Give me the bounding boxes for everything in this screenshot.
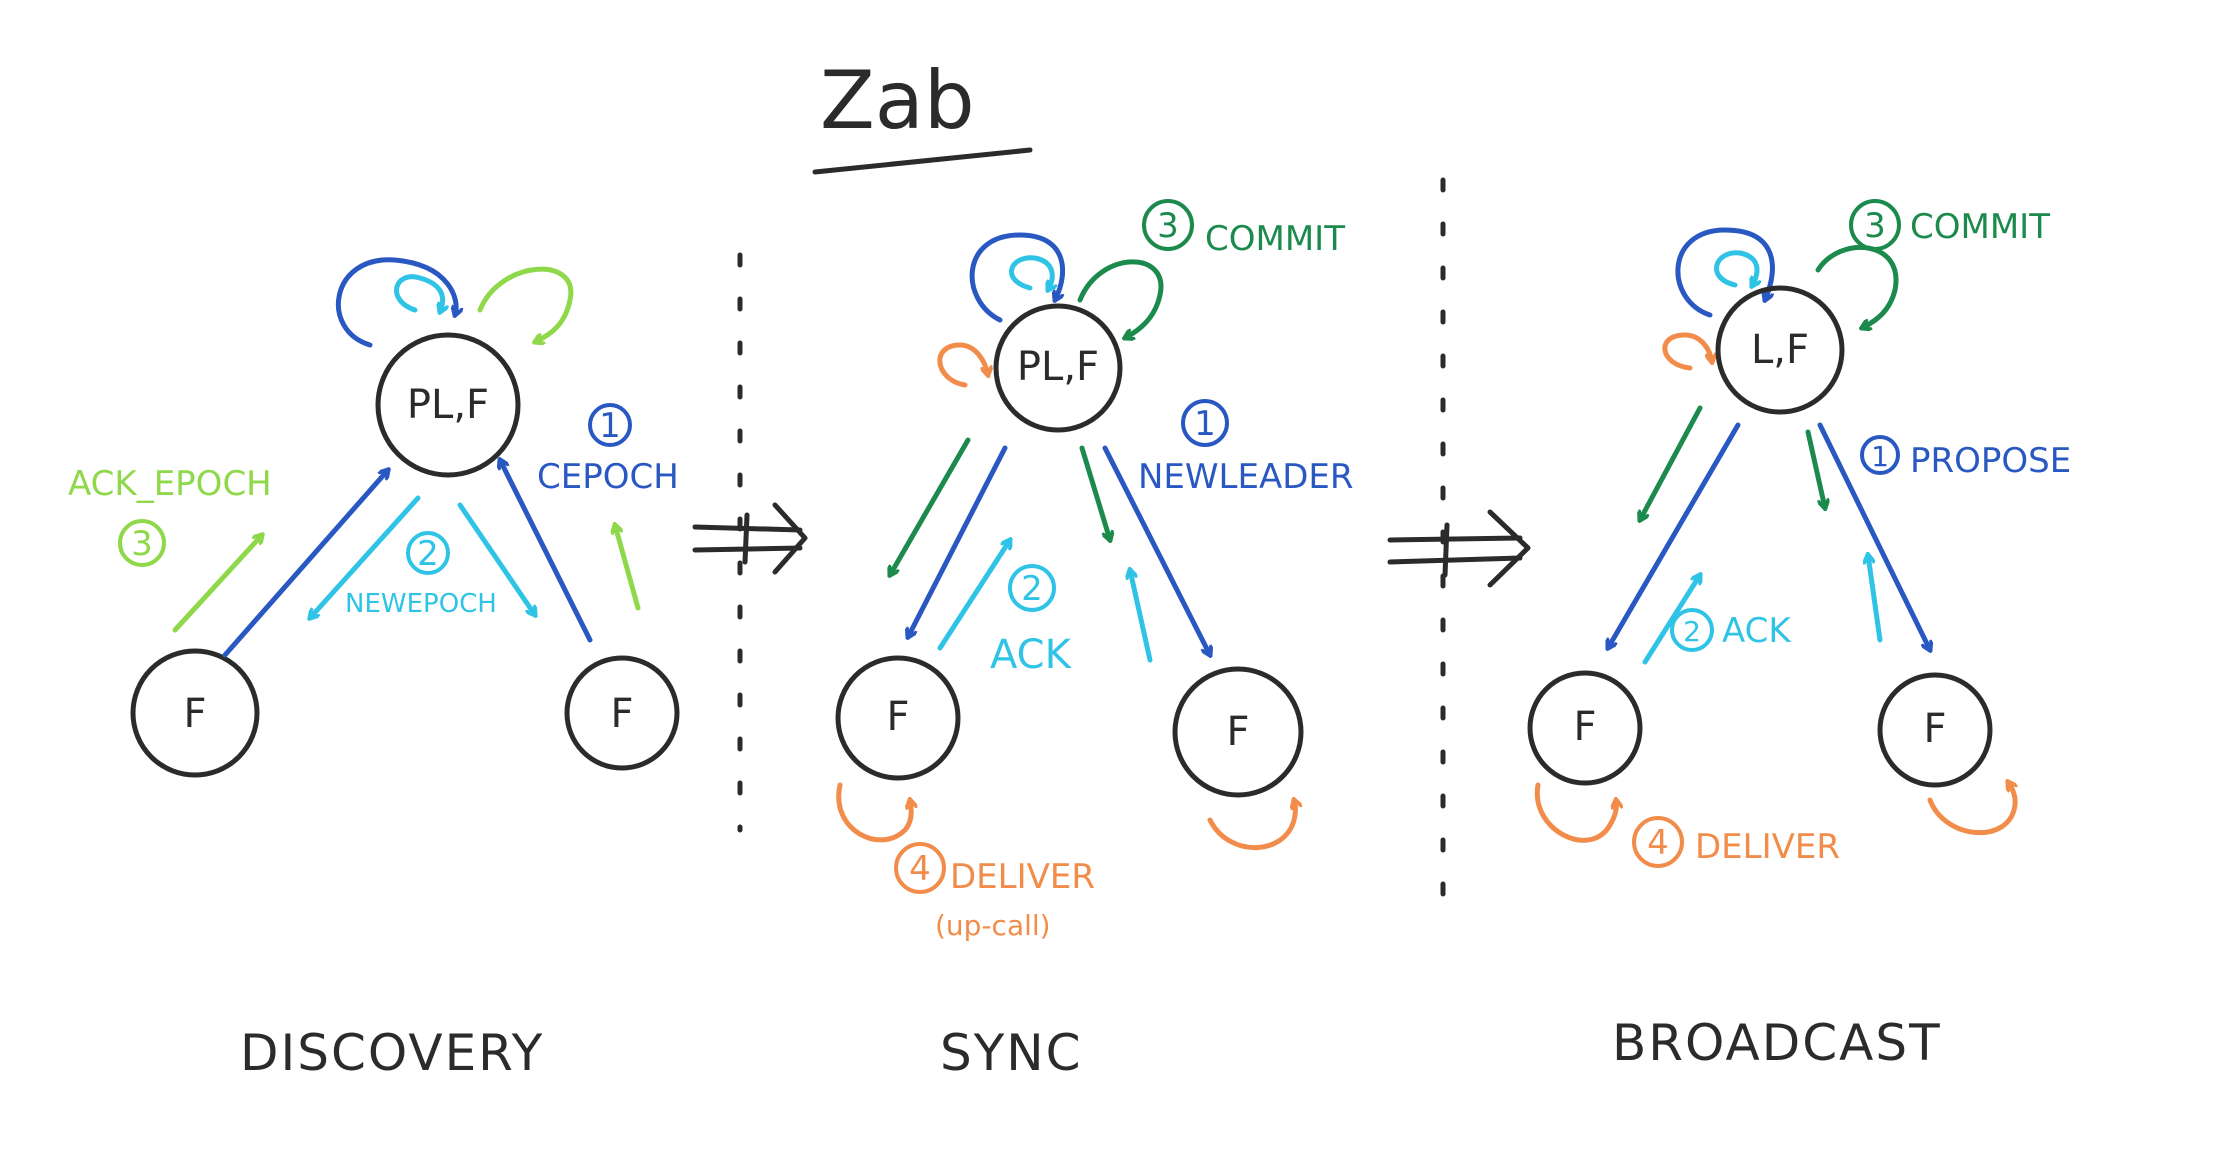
title-underline (812, 147, 1033, 175)
discovery-step3-label: ACK_EPOCH (68, 464, 272, 504)
broadcast-follower-node-right (1877, 672, 1993, 788)
sync-step3-number: 3 (1157, 206, 1179, 246)
sync-follower-node-left (835, 655, 961, 781)
discovery-step1-number: 1 (599, 406, 621, 446)
sync-edge-ack-right (1130, 570, 1153, 663)
broadcast-step2-circle (1670, 608, 1714, 652)
broadcast-step4-label: DELIVER (1695, 827, 1840, 867)
broadcast-step2-number: 2 (1683, 615, 1701, 648)
discovery-leader-node (375, 332, 521, 478)
discovery-leader-label: PL,F (407, 382, 489, 428)
broadcast-edge-ack-left (1642, 575, 1700, 665)
broadcast-step3-label: COMMIT (1910, 207, 2050, 247)
discovery-follower-node-right (564, 655, 680, 771)
discovery-edge-ack-epoch-right (615, 525, 641, 611)
sync-step3-circle (1142, 199, 1194, 251)
broadcast-step1-circle (1860, 435, 1900, 475)
phase-name-sync: SYNC (940, 1024, 1083, 1082)
diagram-title: Zab (820, 54, 975, 147)
broadcast-step3-circle (1849, 199, 1901, 251)
sync-self-loop-dark-blue (969, 232, 1065, 323)
broadcast-edge-propose-right (1817, 422, 1930, 650)
sync-step3-label: COMMIT (1205, 219, 1345, 259)
sync-deliver-loop-left (836, 782, 911, 843)
discovery-self-loop-dark-blue (335, 257, 456, 348)
broadcast-leader-label: L,F (1751, 327, 1809, 373)
broadcast-edge-propose-left (1608, 422, 1741, 648)
broadcast-step4-number: 4 (1647, 823, 1669, 863)
discovery-edge-follower-to-leader-left (222, 470, 388, 658)
discovery-step2-label: NEWEPOCH (345, 589, 497, 619)
sync-follower-label-right: F (1226, 709, 1249, 755)
sync-self-loop-orange (937, 342, 988, 388)
discovery-self-loop-light-blue (394, 274, 442, 312)
sync-step2-number: 2 (1021, 569, 1043, 609)
discovery-step2-circle (406, 531, 450, 575)
broadcast-follower-label-right: F (1923, 706, 1946, 752)
sync-step4-number: 4 (909, 849, 931, 889)
broadcast-step4-circle (1632, 816, 1684, 868)
sync-follower-node-right (1172, 666, 1304, 798)
sync-step4-sublabel: (up-call) (935, 909, 1051, 942)
sync-leader-label: PL,F (1017, 344, 1099, 390)
sync-edge-ack-left (937, 540, 1010, 651)
sync-self-loop-light-blue (1009, 255, 1052, 290)
phase-name-broadcast: BROADCAST (1612, 1014, 1942, 1072)
discovery-follower-node-left (130, 648, 260, 778)
phase-name-discovery: DISCOVERY (240, 1024, 544, 1082)
phase-broadcast: L,F F F 1 PROPOSE 2 ACK 3 COMMIT 4 DELIV… (1527, 199, 2071, 1072)
sync-self-loop-commit (1077, 259, 1164, 338)
phase-sync: PL,F F F 1 NEWLEADER 2 ACK 3 COMMIT 4 DE… (835, 199, 1354, 1082)
sync-step1-label: NEWLEADER (1138, 457, 1354, 497)
discovery-step1-label: CEPOCH (537, 457, 679, 497)
discovery-self-loop-light-green (477, 266, 574, 342)
broadcast-self-loop-dark-blue (1675, 227, 1775, 318)
sync-step1-circle (1181, 399, 1229, 447)
broadcast-step1-number: 1 (1871, 440, 1889, 473)
transition-arrow-1 (692, 502, 808, 575)
sync-edge-newleader-right (1102, 445, 1210, 655)
sync-step2-label: ACK (990, 632, 1073, 678)
phase-discovery: PL,F F F 1 CEPOCH 2 NEWEPOCH ACK_EPOCH 3… (68, 257, 680, 1082)
sync-step4-circle (894, 842, 946, 894)
broadcast-edge-commit-left (1640, 405, 1703, 520)
broadcast-step3-number: 3 (1864, 206, 1886, 246)
discovery-step2-number: 2 (417, 534, 439, 574)
broadcast-follower-node-left (1527, 670, 1643, 786)
discovery-step3-number: 3 (131, 524, 153, 564)
broadcast-self-loop-commit (1815, 245, 1899, 328)
broadcast-step1-label: PROPOSE (1910, 441, 2071, 481)
discovery-follower-label-left: F (183, 691, 206, 737)
sync-edge-newleader-left (908, 445, 1008, 637)
sync-leader-node (993, 303, 1123, 433)
broadcast-edge-commit-right (1805, 429, 1825, 508)
discovery-edge-ack-epoch-left (172, 535, 262, 633)
broadcast-step2-label: ACK (1722, 611, 1792, 651)
broadcast-self-loop-orange (1662, 332, 1712, 371)
sync-step1-number: 1 (1194, 404, 1216, 444)
discovery-edge-newepoch-right (457, 502, 535, 615)
discovery-edge-cepoch (500, 460, 593, 643)
broadcast-deliver-loop-left (1534, 782, 1616, 843)
discovery-edge-newepoch-left (310, 495, 421, 618)
broadcast-self-loop-light-blue (1714, 250, 1756, 286)
sync-deliver-loop-right (1207, 800, 1295, 851)
sync-edge-commit-left (890, 437, 971, 575)
discovery-step3-circle (118, 519, 166, 567)
sync-follower-label-left: F (886, 694, 909, 740)
transition-arrow-2 (1387, 509, 1531, 588)
sync-step4-label: DELIVER (950, 857, 1095, 897)
broadcast-deliver-loop-right (1927, 782, 2015, 836)
sync-step2-circle (1008, 564, 1056, 612)
broadcast-follower-label-left: F (1573, 704, 1596, 750)
broadcast-edge-ack-right (1868, 555, 1883, 643)
discovery-step1-circle (588, 403, 632, 447)
discovery-follower-label-right: F (610, 691, 633, 737)
broadcast-leader-node (1715, 285, 1845, 415)
sync-edge-commit-right (1079, 445, 1110, 540)
